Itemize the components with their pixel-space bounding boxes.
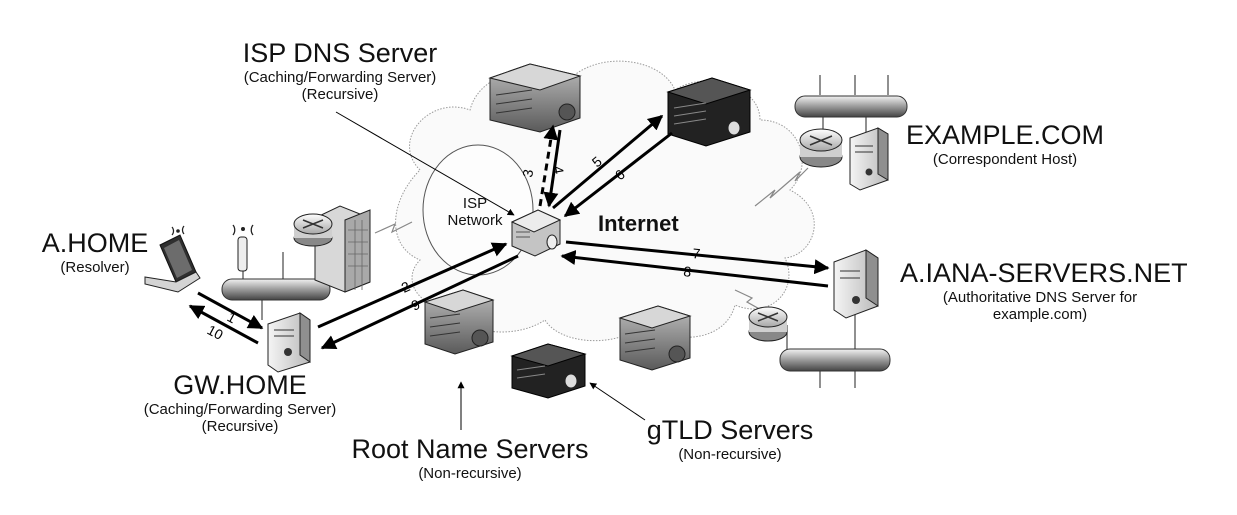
wan-link-home (374, 221, 413, 234)
isp-dns-mode: (Recursive) (301, 86, 379, 104)
example-router-icon (799, 128, 843, 168)
root-server-icon (423, 289, 495, 355)
iana-role: (Authoritative DNS Server for (942, 289, 1138, 307)
example-com-subtitle: (Correspondent Host) (932, 151, 1078, 169)
iana-title: A.IANA-SERVERS.NET (900, 258, 1188, 288)
step-label: 1 (225, 309, 240, 327)
isp-network-label: ISP Network (430, 195, 520, 230)
root-servers-label: Root Name Servers (Non-recursive) (330, 434, 610, 482)
iana-lan-bus (779, 312, 891, 388)
gtld-servers-label: gTLD Servers (Non-recursive) (620, 415, 840, 463)
home-router-icon (293, 213, 333, 247)
gw-home-label: GW.HOME (Caching/Forwarding Server) (Rec… (100, 370, 380, 436)
iana-server-icon (833, 249, 879, 319)
root-servers-title: Root Name Servers (351, 434, 589, 464)
root-server-icon (618, 305, 692, 371)
wireless-ap-icon (232, 224, 254, 272)
gtld-server-icon (510, 343, 587, 399)
example-host-icon (849, 127, 889, 191)
isp-dns-role: (Caching/Forwarding Server) (243, 69, 437, 87)
laptop-icon (144, 225, 201, 293)
gw-home-mode: (Recursive) (201, 418, 279, 436)
a-home-subtitle: (Resolver) (60, 259, 130, 277)
callout-gtld (589, 382, 646, 421)
wan-link-example (754, 167, 809, 207)
isp-dns-server-icon (510, 209, 562, 257)
example-lan-bus (794, 75, 908, 135)
internet-label: Internet (598, 211, 679, 236)
example-com-title: EXAMPLE.COM (905, 120, 1105, 150)
a-home-label: A.HOME (Resolver) (20, 228, 170, 276)
callout-isp-dns (335, 111, 515, 216)
step-label: 4 (550, 165, 567, 176)
root-servers-subtitle: (Non-recursive) (418, 465, 522, 483)
isp-network-line2: Network (447, 212, 503, 230)
isp-network-line1: ISP (462, 195, 488, 212)
gw-home-title: GW.HOME (173, 370, 307, 400)
wan-link-iana (734, 289, 766, 313)
step-label: 7 (692, 245, 702, 262)
step-label: 9 (409, 296, 423, 314)
step-label: 10 (205, 322, 226, 344)
isp-dns-label: ISP DNS Server (Caching/Forwarding Serve… (200, 38, 480, 104)
gtld-servers-title: gTLD Servers (646, 415, 814, 445)
gw-home-server-icon (267, 312, 311, 373)
example-com-label: EXAMPLE.COM (Correspondent Host) (895, 120, 1115, 168)
step-label: 3 (519, 168, 536, 179)
isp-dns-title: ISP DNS Server (242, 38, 438, 68)
query-arrows (188, 114, 830, 350)
root-server-icon (488, 63, 582, 133)
gtld-servers-subtitle: (Non-recursive) (678, 446, 782, 464)
a-home-title: A.HOME (41, 228, 149, 258)
step-label: 8 (683, 263, 693, 280)
gw-home-role: (Caching/Forwarding Server) (143, 401, 337, 419)
iana-domain: example.com) (992, 306, 1088, 324)
iana-label: A.IANA-SERVERS.NET (Authoritative DNS Se… (900, 258, 1188, 324)
iana-router-icon (748, 306, 788, 342)
gtld-server-icon (666, 77, 752, 147)
